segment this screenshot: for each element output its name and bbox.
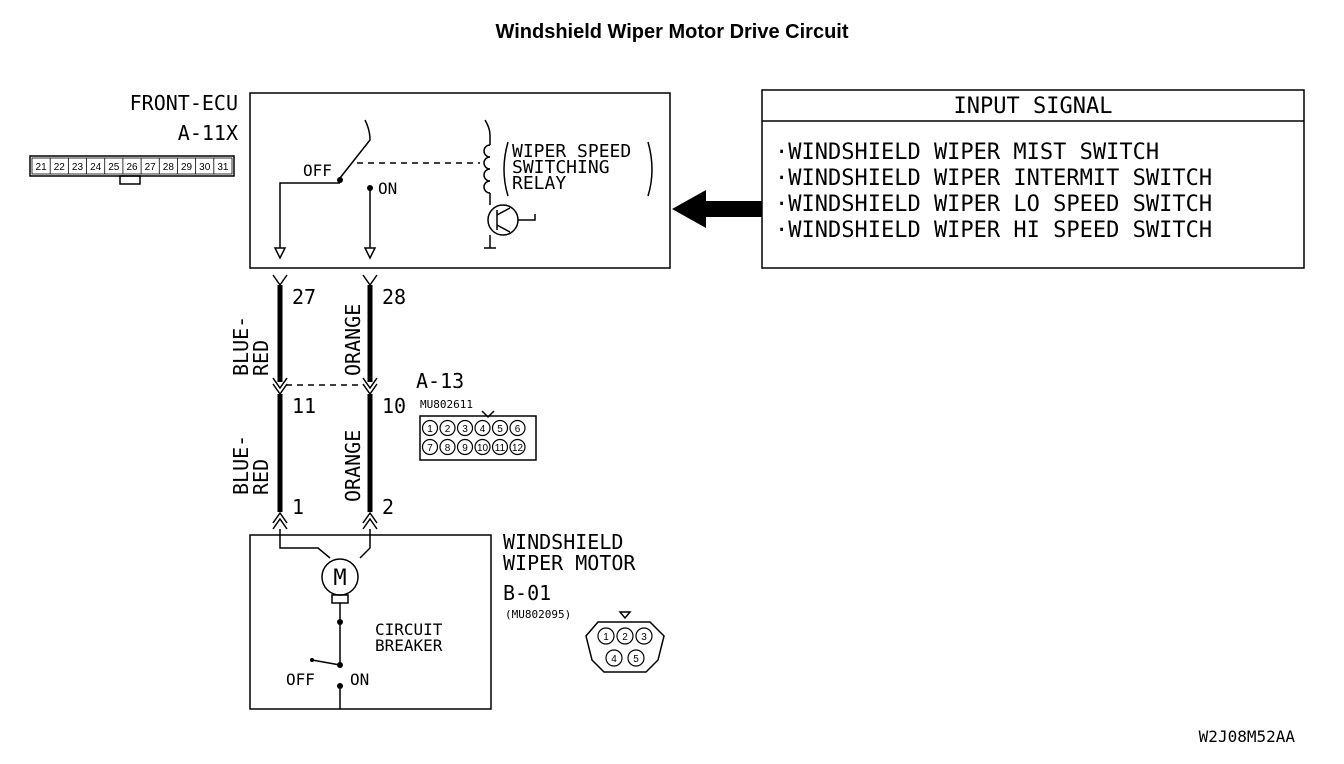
circuit-breaker-label: CIRCUIT	[375, 620, 443, 639]
connector-pin-label: 21	[36, 162, 48, 173]
connector-pin	[635, 627, 653, 645]
connector-pin	[491, 438, 509, 456]
connector-pin-label: 22	[54, 162, 66, 173]
connector-pin-label: 30	[199, 162, 211, 173]
connector-pin	[474, 419, 491, 437]
connector-pin-label: 25	[108, 162, 120, 173]
input-signal-item: ·WINDSHIELD WIPER INTERMIT SWITCH	[775, 166, 1212, 191]
ecu-switch-on-label: ON	[378, 179, 397, 198]
connector-pin	[509, 438, 526, 456]
wire-right-bottom-color: ORANGE	[341, 430, 365, 502]
connector-pin-label: 31	[217, 162, 229, 173]
connector-pin-label: 2	[622, 632, 628, 643]
input-signal-item: ·WINDSHIELD WIPER LO SPEED SWITCH	[775, 192, 1212, 217]
diagram-title: Windshield Wiper Motor Drive Circuit	[496, 21, 849, 43]
connector-pin	[597, 627, 615, 645]
b01-connector-face: 1 2 3 4 5	[585, 611, 665, 673]
ecu-box	[249, 92, 671, 269]
connector-pin-label: 24	[90, 162, 102, 173]
connector-pin-label: 5	[497, 424, 503, 435]
connector-pin-label: 5	[633, 654, 639, 665]
wire-left-top-pin: 27	[292, 285, 316, 309]
connector-pin-label: 29	[181, 162, 193, 173]
connector-pin-label: 27	[145, 162, 157, 173]
connector-pin	[439, 419, 456, 437]
connector-pin-label: 2	[445, 424, 451, 435]
connector-pin	[627, 649, 645, 667]
connector-pin-label: 8	[445, 443, 451, 454]
connector-pin	[605, 649, 623, 667]
connector-pin-label: 26	[126, 162, 138, 173]
input-signal-box	[761, 89, 1305, 269]
motor-switch-on-label: ON	[350, 670, 369, 689]
wire-right-top-color: ORANGE	[341, 304, 365, 376]
wire-left-bottom-pin: 1	[292, 495, 304, 519]
ecu-switch-off-label: OFF	[303, 161, 332, 180]
ecu-connector-face: 21 22 23 24 25 26 27 28 29 30 31	[29, 155, 235, 185]
wire-left-mid-pin: 11	[292, 394, 316, 418]
motor-name-line2: WIPER MOTOR	[503, 551, 636, 575]
wire-left-bottom-color: BLUE-	[229, 435, 253, 495]
connector-pin	[421, 438, 439, 456]
input-signal-header: INPUT SIGNAL	[954, 94, 1113, 119]
ecu-connector-id: A-11X	[178, 121, 238, 145]
connector-pin	[491, 419, 509, 437]
connector-pin-label: 23	[72, 162, 84, 173]
motor-m-label: M	[333, 566, 346, 591]
a13-connector-id: A-13	[416, 369, 464, 393]
connector-pin-label: 7	[427, 443, 433, 454]
motor-part-number: (MU802095)	[505, 608, 571, 621]
wire-right-mid-pin: 10	[382, 394, 406, 418]
connector-pin-label: 28	[163, 162, 175, 173]
a13-part-number: MU802611	[420, 398, 473, 411]
wire-left-top-color: BLUE-	[229, 316, 253, 376]
wire-left-bottom-color: RED	[249, 459, 273, 495]
connector-pin-label: 4	[611, 654, 617, 665]
motor-name-line1: WINDSHIELD	[503, 530, 623, 554]
motor-box	[249, 534, 492, 710]
connector-pin-label: 3	[641, 632, 647, 643]
connector-pin-label: 1	[427, 424, 433, 435]
connector-pin	[421, 419, 439, 437]
connector-pin	[616, 627, 634, 645]
connector-pin-label: 11	[495, 443, 506, 454]
ecu-name: FRONT-ECU	[130, 91, 238, 115]
wire-left-top-color: RED	[249, 340, 273, 376]
connector-pin-label: 12	[512, 443, 524, 454]
wire-left	[272, 274, 331, 559]
signal-arrow	[672, 190, 762, 228]
connector-pin	[456, 419, 474, 437]
connector-pin	[474, 438, 491, 456]
relay-label-line3: RELAY	[512, 173, 566, 194]
motor-connector-id: B-01	[503, 581, 551, 605]
wire-right-bottom-pin: 2	[382, 495, 394, 519]
connector-pin-label: 6	[515, 424, 521, 435]
relay-coil	[483, 119, 653, 249]
connector-pin	[509, 419, 526, 437]
connector-pin-label: 3	[462, 424, 468, 435]
wire-right-top-pin: 28	[382, 285, 406, 309]
diagram-code: W2J08M52AA	[1199, 727, 1296, 746]
connector-pin	[439, 438, 456, 456]
connector-pin	[456, 438, 474, 456]
relay-label-line2: SWITCHING	[512, 157, 610, 178]
connector-pin-label: 10	[477, 443, 489, 454]
connector-pin-label: 1	[603, 632, 609, 643]
circuit-breaker-label: BREAKER	[375, 636, 443, 655]
ecu-switch	[273, 119, 480, 260]
motor-switch-off-label: OFF	[286, 670, 315, 689]
connector-pin-label: 9	[462, 443, 468, 454]
connector-pin-label: 4	[480, 424, 486, 435]
wire-right	[359, 274, 378, 559]
relay-label-line1: WIPER SPEED	[512, 141, 631, 162]
input-signal-item: ·WINDSHIELD WIPER MIST SWITCH	[775, 140, 1159, 165]
motor-symbol	[310, 558, 359, 709]
input-signal-item: ·WINDSHIELD WIPER HI SPEED SWITCH	[775, 218, 1212, 243]
